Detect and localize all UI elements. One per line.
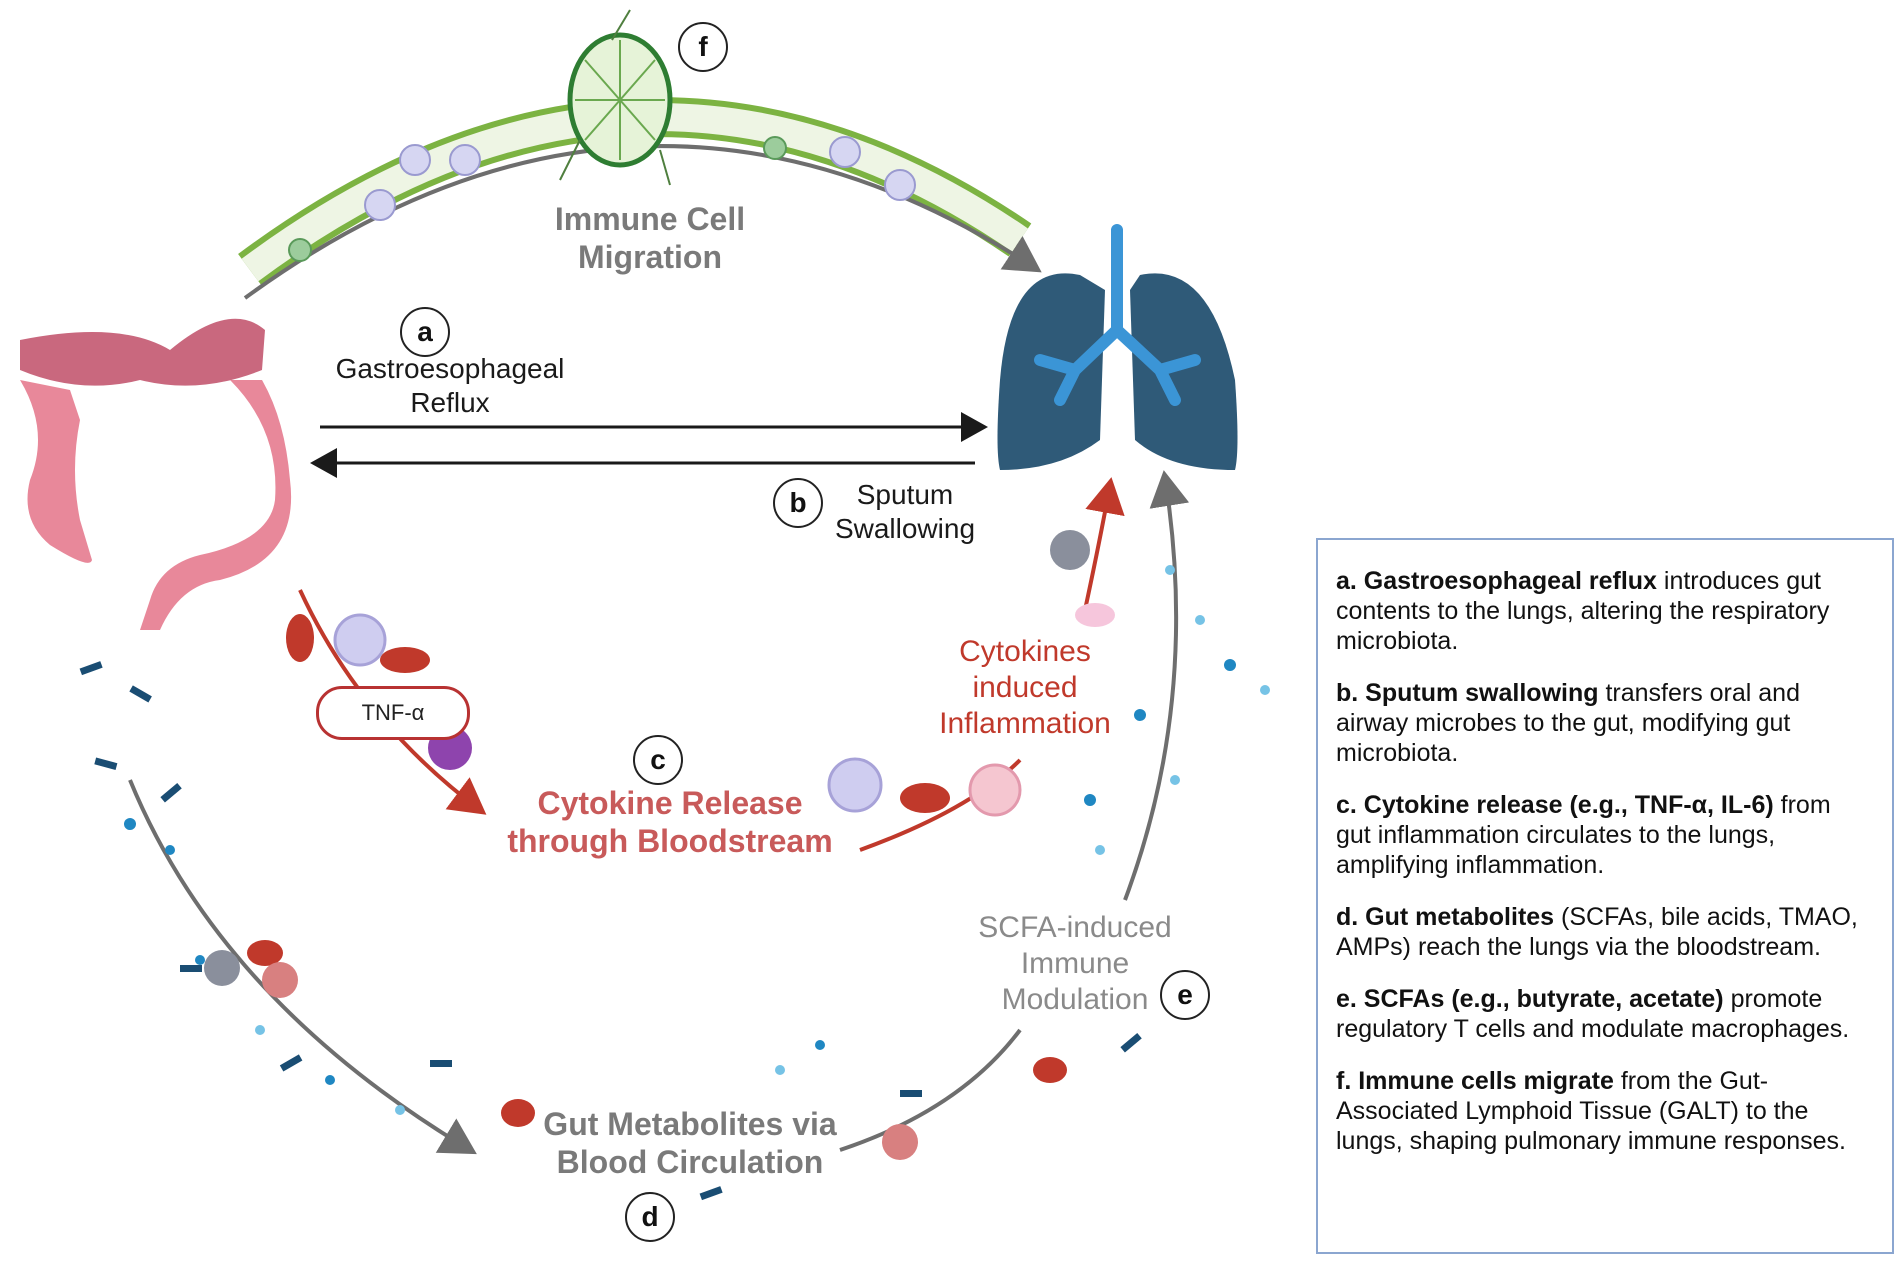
badge-c: c xyxy=(633,735,683,785)
badge-e: e xyxy=(1160,970,1210,1020)
blood-cell-icon xyxy=(286,530,1115,817)
cytokine-release-label: Cytokine Release through Bloodstream xyxy=(507,785,833,860)
immune-cell-icon xyxy=(288,136,916,262)
metabolite-pathway xyxy=(79,470,1270,1201)
legend-item-f: f. Immune cells migrate from the Gut-Ass… xyxy=(1336,1067,1846,1155)
badge-d: d xyxy=(625,1192,675,1242)
legend-item-e: e. SCFAs (e.g., butyrate, acetate) promo… xyxy=(1336,985,1850,1043)
scfa-modulation-label: SCFA-induced Immune Modulation xyxy=(978,911,1172,1016)
immune-cell-migration-label: Immune Cell Migration xyxy=(554,201,746,276)
legend-item-a: a. Gastroesophageal reflux introduces gu… xyxy=(1336,567,1830,655)
sputum-swallowing-label: Sputum Swallowing xyxy=(834,479,976,544)
tnf-alpha-label: TNF-α xyxy=(316,686,470,740)
legend-item-b: b. Sputum swallowing transfers oral and … xyxy=(1336,679,1800,767)
lungs-icon xyxy=(997,224,1238,470)
badge-f: f xyxy=(678,22,728,72)
lymphatic-vessel xyxy=(238,9,1042,300)
cytokine-pathway xyxy=(286,477,1125,852)
cytokines-inflammation-label: Cytokines induced Inflammation xyxy=(939,635,1111,740)
gastroesophageal-reflux-label: Gastroesophageal Reflux xyxy=(335,353,565,418)
legend-panel: a. Gastroesophageal reflux introduces gu… xyxy=(1316,538,1894,1254)
blood-cell-icon xyxy=(204,940,1067,1160)
badge-b: b xyxy=(773,478,823,528)
gut-metabolites-label: Gut Metabolites via Blood Circulation xyxy=(543,1106,837,1181)
legend-item-d: d. Gut metabolites (SCFAs, bile acids, T… xyxy=(1336,903,1858,961)
badge-a: a xyxy=(400,307,450,357)
intestine-icon xyxy=(20,318,292,630)
metabolite-particles-icon xyxy=(79,565,1270,1201)
lymph-node-icon xyxy=(559,9,673,186)
legend-item-c: c. Cytokine release (e.g., TNF-α, IL-6) … xyxy=(1336,791,1831,879)
